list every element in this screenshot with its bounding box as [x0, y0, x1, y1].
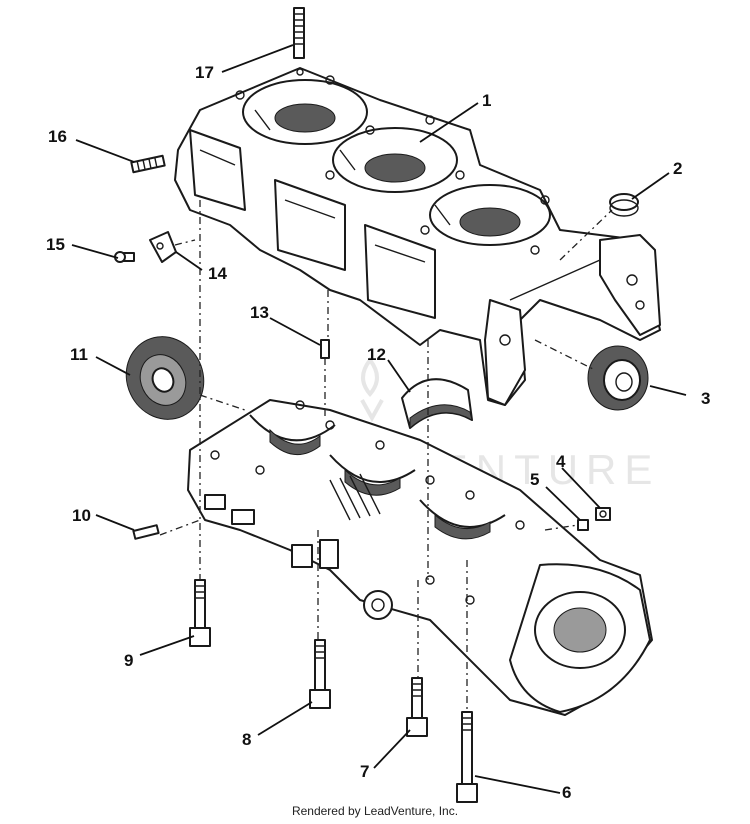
fitting-4 — [595, 507, 611, 521]
lower-crankcase — [187, 399, 653, 716]
callout-7: 7 — [360, 762, 369, 781]
screw-15 — [114, 251, 135, 263]
callout-14: 14 — [208, 264, 227, 283]
stud-16 — [130, 154, 166, 174]
callout-8: 8 — [242, 730, 251, 749]
callout-17: 17 — [195, 63, 214, 82]
callout-labels: 1 2 3 4 5 6 7 8 9 10 11 12 13 14 15 16 1… — [46, 63, 710, 802]
bolt-6 — [456, 711, 478, 803]
bolt-8 — [309, 639, 331, 709]
callout-10: 10 — [72, 506, 91, 525]
callout-1: 1 — [482, 91, 491, 110]
alignment-lines — [159, 200, 613, 712]
callout-4: 4 — [556, 452, 566, 471]
seal-11 — [125, 336, 205, 420]
callout-13: 13 — [250, 303, 269, 322]
callout-2: 2 — [673, 159, 682, 178]
callout-12: 12 — [367, 345, 386, 364]
bolt-7 — [406, 677, 428, 737]
nut-5 — [577, 519, 589, 531]
leader-lines — [71, 44, 687, 794]
callout-9: 9 — [124, 651, 133, 670]
bearing-shell-12 — [401, 378, 473, 430]
callout-16: 16 — [48, 127, 67, 146]
seal-3 — [587, 345, 649, 411]
callout-3: 3 — [701, 389, 710, 408]
callout-15: 15 — [46, 235, 65, 254]
upper-crankcase — [174, 67, 661, 406]
rendered-by-credit: Rendered by LeadVenture, Inc. — [291, 804, 459, 818]
callout-5: 5 — [530, 470, 539, 489]
callout-6: 6 — [562, 783, 571, 802]
callout-11: 11 — [70, 345, 88, 364]
pin-10 — [132, 524, 160, 540]
plate-14 — [149, 231, 177, 263]
stud-17 — [293, 7, 305, 59]
ring-2 — [609, 193, 639, 217]
dowel-13 — [320, 339, 330, 359]
